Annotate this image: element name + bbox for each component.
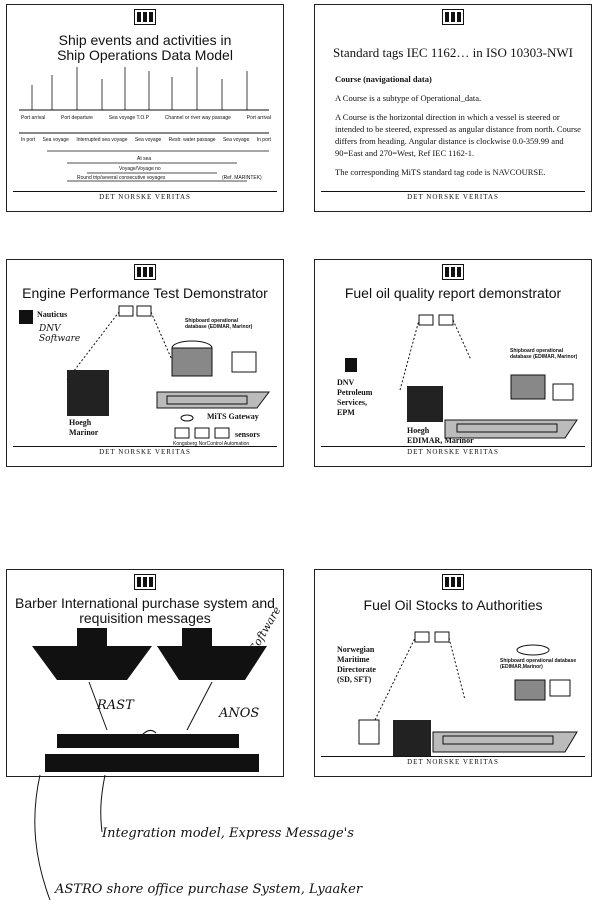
edimar-label: EDIMAR, Marinor: [407, 436, 474, 445]
round-voyage-label: Round trip/several consecutive voyages: [77, 175, 166, 181]
dnv-line-4: EPM: [337, 408, 355, 417]
purchase-system-diagram: [32, 628, 267, 772]
fuel-stocks-diagram: [358, 631, 578, 756]
slide-footer: DET NORSKE VERITAS: [407, 193, 499, 201]
course-para-2: A Course is the horizontal direction in …: [335, 112, 581, 158]
voyage-label: Voyage/Voyage no: [119, 166, 161, 172]
dnv-line-3: Services,: [337, 398, 367, 407]
dnv-software-note: DNV Software: [39, 324, 81, 344]
shipboard-db-label: Shipboard operational database (EDIMAR, …: [510, 348, 578, 360]
nmd-line-1: Norwegian: [337, 645, 375, 654]
astro-system-note: ASTRO shore office purchase System, Lyaa…: [55, 882, 363, 897]
kongsberg-label: Kongsberg NorControl Automation: [173, 441, 250, 447]
dnv-logo: [442, 574, 464, 590]
course-para-1: A Course is a subtype of Operational_dat…: [335, 93, 482, 103]
fuel-quality-diagram: [345, 314, 578, 439]
slide-ship-events: Ship events and activities in Ship Opera…: [6, 4, 284, 212]
slide-title: Fuel Oil Stocks to Authorities: [363, 597, 543, 613]
activity-label-row: In port Sea voyage Interrupted sea voyag…: [21, 137, 271, 143]
course-para-3: The corresponding MiTS standard tag code…: [335, 167, 546, 177]
anos-handwritten: ANOS: [219, 706, 260, 721]
hoegh-label: Hoegh: [69, 418, 92, 427]
sensors-label: sensors: [235, 430, 260, 439]
reference-label: (Ref. MARINTEK): [222, 175, 262, 181]
slide-standard-tags: Standard tags IEC 1162… in ISO 10303-NWI…: [314, 4, 592, 212]
nmd-line-4: (SD, SFT): [337, 675, 372, 684]
marinor-label: Marinor: [69, 428, 99, 437]
dnv-logo: [134, 9, 156, 25]
dnv-line-2: Petroleum: [337, 388, 373, 397]
event-label-row: Port arrival Port departure Sea voyage T…: [21, 115, 271, 121]
hoegh-label: Hoegh: [407, 426, 430, 435]
dnv-logo: [442, 9, 464, 25]
mits-gateway-label: MiTS Gateway: [207, 412, 259, 421]
course-definition-text: Course (navigational data) A Course is a…: [335, 73, 581, 185]
integration-model-note: Integration model, Express Message's: [102, 826, 354, 841]
nauticus-label: Nauticus: [37, 310, 68, 319]
event-timeline-diagram: [19, 67, 269, 182]
slide-footer: DET NORSKE VERITAS: [99, 448, 191, 456]
engine-demo-diagram: [19, 305, 270, 439]
nmd-line-2: Maritime: [337, 655, 370, 664]
slide-footer: DET NORSKE VERITAS: [407, 448, 499, 456]
slide-fuel-oil-quality: Fuel oil quality report demonstrator Shi…: [314, 259, 592, 467]
rast-handwritten: RAST: [97, 698, 134, 713]
shipboard-db-label: Shipboard operational database (EDIMAR,M…: [500, 658, 577, 670]
slide-engine-performance: Engine Performance Test Demonstrator Nau…: [6, 259, 284, 467]
slide-title: Standard tags IEC 1162… in ISO 10303-NWI: [333, 45, 573, 60]
shipboard-db-label: Shipboard operational database (EDIMAR, …: [185, 318, 253, 330]
at-sea-label: At sea: [137, 156, 152, 162]
slide-title: Ship events and activities in Ship Opera…: [57, 32, 233, 63]
course-heading: Course (navigational data): [335, 74, 432, 84]
dnv-logo: [134, 574, 156, 590]
slide-footer: DET NORSKE VERITAS: [407, 758, 499, 766]
slide-title: Engine Performance Test Demonstrator: [22, 285, 268, 301]
dnv-logo: [134, 264, 156, 280]
nmd-line-3: Directorate: [337, 665, 376, 674]
dnv-logo: [442, 264, 464, 280]
dnv-line-1: DNV: [337, 378, 355, 387]
slide-footer: DET NORSKE VERITAS: [99, 193, 191, 201]
slide-barber-purchase: Barber International purchase system and…: [6, 569, 284, 777]
slide-fuel-oil-stocks: Fuel Oil Stocks to Authorities Norwegian…: [314, 569, 592, 777]
slide-title: Fuel oil quality report demonstrator: [344, 285, 562, 301]
slide-title: Barber International purchase system and…: [15, 595, 275, 626]
